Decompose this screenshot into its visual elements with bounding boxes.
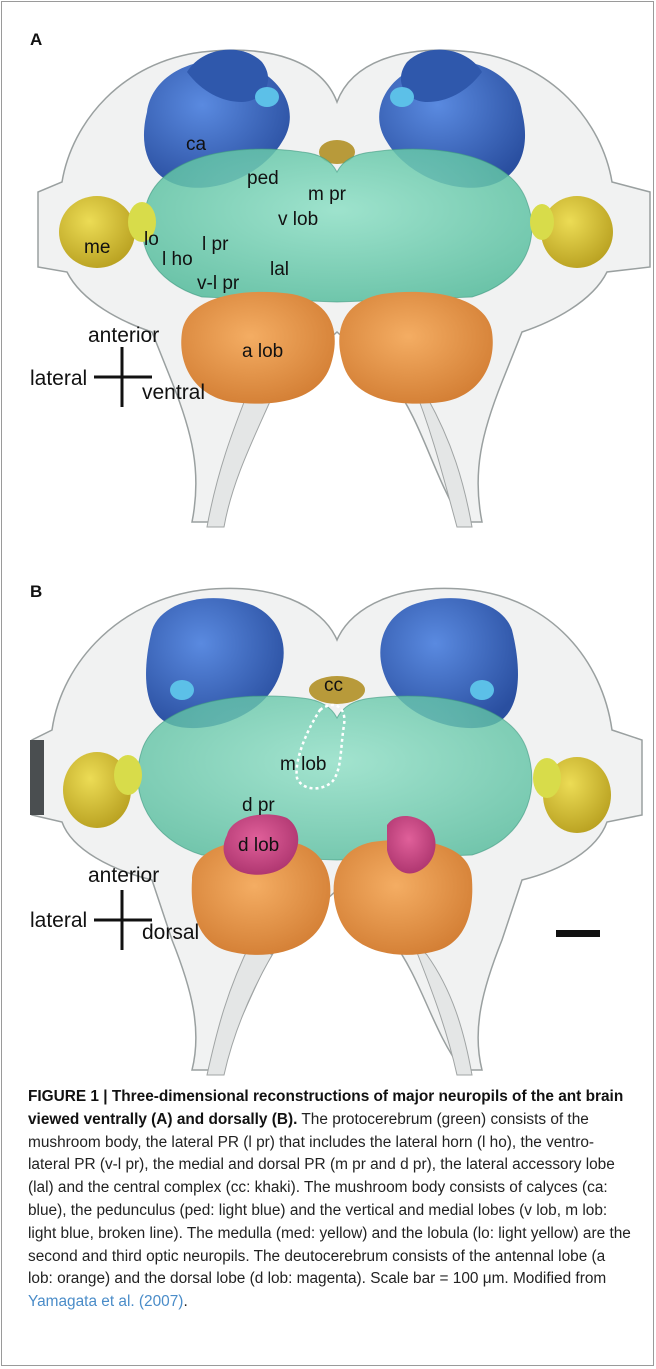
- caption-reference-link[interactable]: Yamagata et al. (2007): [28, 1293, 183, 1310]
- scale-bar: [556, 930, 600, 937]
- caption-body: The protocerebrum (green) consists of th…: [28, 1111, 631, 1288]
- label-d-lob: d lob: [238, 836, 279, 855]
- label-lal: lal: [270, 260, 289, 279]
- label-ped: ped: [247, 169, 279, 188]
- label-a-lob: a lob: [242, 342, 283, 361]
- label-d-pr: d pr: [242, 796, 275, 815]
- orientation-dorsal: dorsal: [142, 922, 199, 943]
- panel-b: B cc m lob d pr d lob anterior lateral d…: [2, 560, 654, 1080]
- label-v-l-pr: v-l pr: [197, 274, 239, 293]
- label-me: me: [84, 238, 110, 257]
- orientation-anterior: anterior: [88, 865, 159, 886]
- brain-ventral-view-image: [2, 2, 654, 550]
- orientation-lateral: lateral: [30, 910, 87, 931]
- orientation-ventral: ventral: [142, 382, 205, 403]
- label-l-ho: l ho: [162, 250, 193, 269]
- label-m-lob: m lob: [280, 755, 326, 774]
- label-v-lob: v lob: [278, 210, 318, 229]
- orientation-lateral: lateral: [30, 368, 87, 389]
- label-m-pr: m pr: [308, 185, 346, 204]
- orientation-anterior: anterior: [88, 325, 159, 346]
- label-cc: cc: [324, 676, 343, 695]
- brain-dorsal-view-image: [2, 560, 654, 1080]
- panel-a: A ca ped m pr v lob me lo l pr l ho v-l …: [2, 2, 654, 550]
- panel-letter-a: A: [30, 30, 42, 50]
- figure-caption: FIGURE 1 | Three-dimensional reconstruct…: [28, 1086, 632, 1314]
- caption-tail: .: [183, 1293, 187, 1310]
- panel-letter-b: B: [30, 582, 42, 602]
- label-ca: ca: [186, 135, 206, 154]
- label-lo: lo: [144, 230, 159, 249]
- label-l-pr: l pr: [202, 235, 228, 254]
